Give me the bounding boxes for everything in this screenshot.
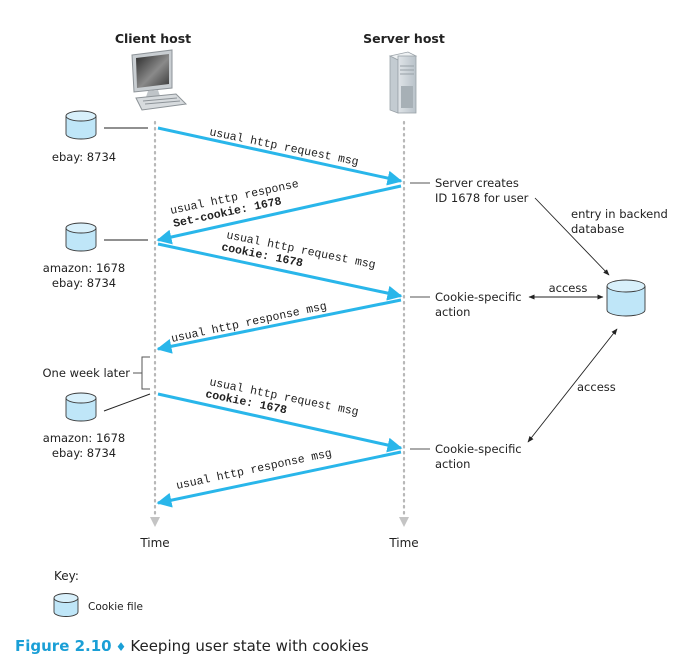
cookie-file-2: amazon: 1678 ebay: 8734 (43, 222, 148, 290)
client-time-label: Time (139, 536, 169, 550)
server-note-2-line-2: action (435, 305, 470, 319)
key-cookie-file-label: Cookie file (88, 601, 143, 613)
message-4-response-arrow (156, 298, 402, 354)
client-time-arrow-icon (150, 517, 160, 527)
cookie-file-2-line-2: ebay: 8734 (52, 276, 116, 290)
server-note-1-line-2: ID 1678 for user (435, 191, 529, 205)
entry-arrow (534, 197, 610, 276)
server-note-2-line-1: Cookie-specific (435, 290, 522, 304)
message-5-request-arrow (157, 392, 403, 453)
database-cylinder-icon (606, 279, 646, 317)
desktop-computer-icon (131, 49, 188, 111)
server-note-3-line-1: Cookie-specific (435, 442, 522, 456)
backend-entry-label-line-1: entry in backend (571, 207, 668, 221)
cookie-file-icon (53, 593, 79, 617)
server-note-3-line-2: action (435, 457, 470, 471)
message-2-response-arrow (156, 184, 402, 245)
message-6-response-arrow (156, 450, 402, 508)
server-note-1-line-1: Server creates (435, 176, 519, 190)
backend-database: entry in backend database access access (527, 197, 668, 443)
key-legend: Key: Cookie file (53, 569, 143, 617)
server-note-3: Cookie-specific action (410, 442, 522, 471)
access-label-1: access (549, 281, 588, 295)
cookie-file-1: ebay: 8734 (52, 110, 148, 164)
message-1-label: usual http request msg (208, 126, 359, 169)
one-week-later-label: One week later (43, 366, 131, 380)
access-arrow-2 (527, 328, 618, 443)
cookie-file-3-line-2: ebay: 8734 (52, 446, 116, 460)
message-1-request-arrow (157, 126, 403, 186)
one-week-later-annotation: One week later (43, 356, 150, 390)
diamond-separator-icon: ♦ (115, 640, 127, 654)
cookie-file-3-line-1: amazon: 1678 (43, 431, 125, 445)
server-time-arrow-icon (399, 517, 409, 527)
access-label-2: access (577, 380, 616, 394)
cookie-file-2-line-1: amazon: 1678 (43, 261, 125, 275)
server-note-1: Server creates ID 1678 for user (410, 176, 529, 205)
client-host-label: Client host (115, 31, 191, 46)
message-3-request-arrow (157, 242, 403, 301)
tower-server-icon (388, 51, 418, 114)
message-labels: usual http request msg usual http respon… (169, 126, 376, 493)
cookie-file-icon (65, 392, 97, 422)
figure-title: Keeping user state with cookies (130, 637, 369, 655)
key-title: Key: (54, 569, 79, 583)
figure-caption: Figure 2.10♦Keeping user state with cook… (15, 637, 369, 655)
server-host-label: Server host (363, 31, 445, 46)
cookie-file-icon (65, 222, 97, 252)
cookie-file-3: amazon: 1678 ebay: 8734 (43, 392, 151, 460)
server-time-label: Time (388, 536, 418, 550)
message-4-label: usual http response msg (170, 300, 328, 346)
server-note-2: Cookie-specific action (410, 290, 522, 319)
cookie-file-icon (65, 110, 97, 140)
message-arrows (156, 126, 403, 508)
backend-entry-label-line-2: database (571, 222, 624, 236)
figure-number: Figure 2.10 (15, 637, 112, 655)
cookie-file-1-line-1: ebay: 8734 (52, 150, 116, 164)
